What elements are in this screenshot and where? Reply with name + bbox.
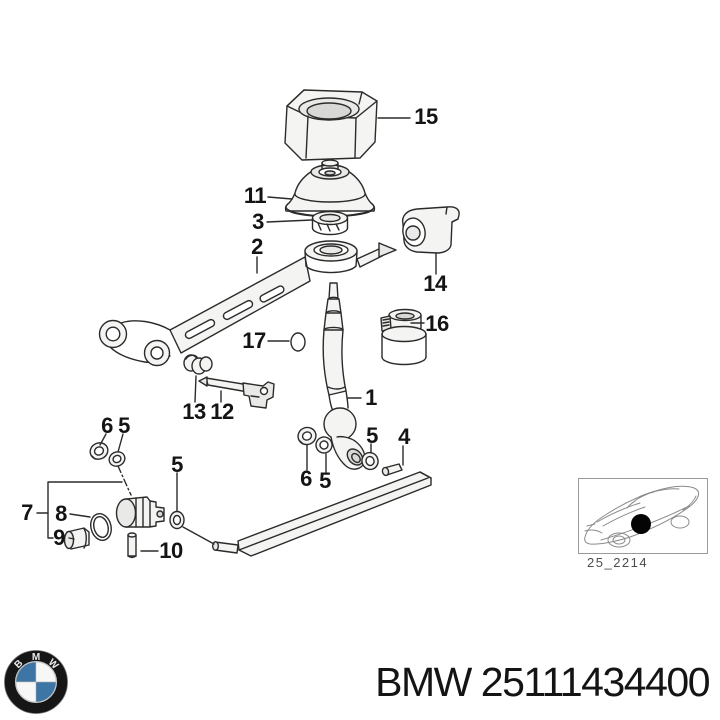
car-location-thumbnail <box>578 478 708 554</box>
callout-5-right: 5 <box>366 423 378 448</box>
part-1-shift-lever <box>322 282 366 470</box>
callout-14: 14 <box>423 271 447 296</box>
part-17-cap <box>290 332 306 352</box>
logo-letter-m: M <box>32 652 40 663</box>
diagram-ref-code: 25_2214 <box>587 555 649 570</box>
washer-5-bottom <box>315 436 333 454</box>
part-4-pin <box>381 463 403 477</box>
callout-11: 11 <box>243 183 267 208</box>
washer-6-bottom <box>297 426 317 446</box>
location-dot <box>631 514 651 534</box>
bmw-logo-icon: B M W <box>4 650 68 714</box>
part-7-joint-socket <box>115 496 165 528</box>
part-14-sleeve <box>401 206 460 254</box>
leader-lines <box>36 117 437 552</box>
part-number-title: BMW 25111434400 <box>375 659 710 705</box>
part-12-pin-lever <box>198 376 275 409</box>
part-10-pin <box>127 532 137 559</box>
selector-rod <box>211 471 432 557</box>
callout-10: 10 <box>159 538 183 563</box>
callout-6-bottom: 6 <box>300 466 312 491</box>
callout-4: 4 <box>398 424 410 449</box>
callout-5-left: 5 <box>118 413 130 438</box>
callout-6-left: 6 <box>101 413 113 438</box>
callout-7: 7 <box>21 500 33 525</box>
washer-5-mid-left <box>169 510 185 530</box>
callout-1: 1 <box>365 385 377 410</box>
washer-6-upper-left <box>89 442 109 460</box>
part-13-clip <box>183 354 213 375</box>
part-11-boot-dome <box>284 159 376 218</box>
part-16-bearing-bush <box>380 308 427 366</box>
part-9-bushing <box>63 527 90 550</box>
callout-16: 16 <box>425 311 449 336</box>
callout-12: 12 <box>210 399 234 424</box>
part-2-selector-arm <box>98 240 397 367</box>
part-15-foam-insert <box>284 89 378 161</box>
callout-5-mid-left: 5 <box>171 452 183 477</box>
washer-5-upper-left <box>108 451 126 467</box>
callout-5-bottom: 5 <box>319 468 331 493</box>
callout-2: 2 <box>251 234 263 259</box>
callout-13: 13 <box>182 399 206 424</box>
callout-3: 3 <box>252 209 264 234</box>
callout-15: 15 <box>414 104 438 129</box>
callout-17: 17 <box>242 328 266 353</box>
part-8-seal-ring <box>90 513 112 541</box>
callout-8: 8 <box>55 501 67 526</box>
part-3-bushing-ring <box>311 210 349 236</box>
washer-5-right <box>361 451 379 471</box>
callout-9: 9 <box>53 525 65 550</box>
car-sketch <box>584 485 700 548</box>
